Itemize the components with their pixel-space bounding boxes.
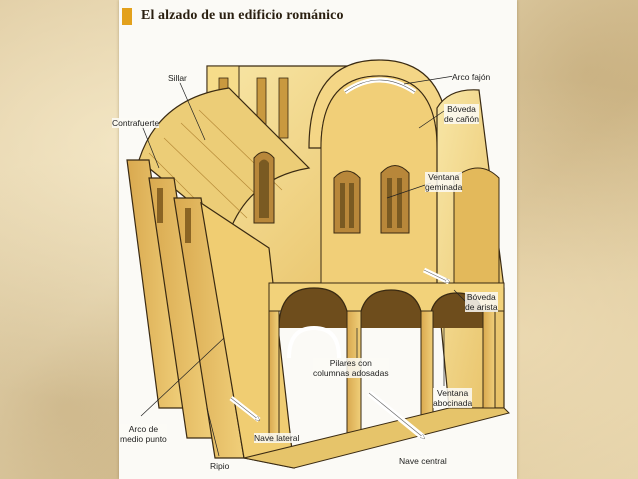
label-ripio: Ripio xyxy=(210,461,230,471)
title-accent-bar xyxy=(122,8,132,25)
floor xyxy=(243,407,510,469)
label-nave-central: Nave central xyxy=(399,456,447,466)
label-contrafuerte: Contrafuerte xyxy=(112,118,160,128)
label-pilares-line1: Pilares con xyxy=(329,358,372,368)
label-boveda-canon-line1: Bóveda xyxy=(447,104,476,114)
label-ventana-abocinada-line1: Ventana xyxy=(437,388,469,398)
label-ventana-geminada: Ventana geminada xyxy=(425,172,463,192)
label-boveda-arista: Bóveda de arista xyxy=(465,292,498,312)
label-ventana-geminada-line2: geminada xyxy=(425,182,463,192)
label-arco-medio-punto: Arco de medio punto xyxy=(120,424,167,444)
label-ventana-geminada-line1: Ventana xyxy=(428,172,460,182)
label-ventana-abocinada-line2: abocinada xyxy=(433,398,473,408)
leader-lines xyxy=(140,75,468,457)
side-aisle-vault xyxy=(138,87,311,234)
label-ventana-abocinada: Ventana abocinada xyxy=(433,388,473,408)
direction-arrows xyxy=(229,267,449,441)
label-sillar: Sillar xyxy=(168,73,187,83)
label-arco-medio-punto-line1: Arco de xyxy=(128,424,159,434)
label-arco-medio-punto-line2: medio punto xyxy=(120,434,167,444)
label-boveda-canon-line2: de cañón xyxy=(444,114,479,124)
label-arco-fajon: Arco fajón xyxy=(452,72,491,82)
label-boveda-arista-line1: Bóveda xyxy=(466,292,496,302)
label-pilares-line2: columnas adosadas xyxy=(313,368,389,378)
label-nave-lateral: Nave lateral xyxy=(254,433,300,443)
label-pilares: Pilares con columnas adosadas xyxy=(313,358,389,378)
geminated-windows xyxy=(253,151,410,234)
romanesque-elevation-diagram xyxy=(126,59,510,469)
label-boveda-arista-line2: de arista xyxy=(465,302,498,312)
page-title: El alzado de un edificio románico xyxy=(141,8,344,23)
label-boveda-canon: Bóveda de cañón xyxy=(444,104,479,124)
nave-arcade xyxy=(268,282,505,442)
